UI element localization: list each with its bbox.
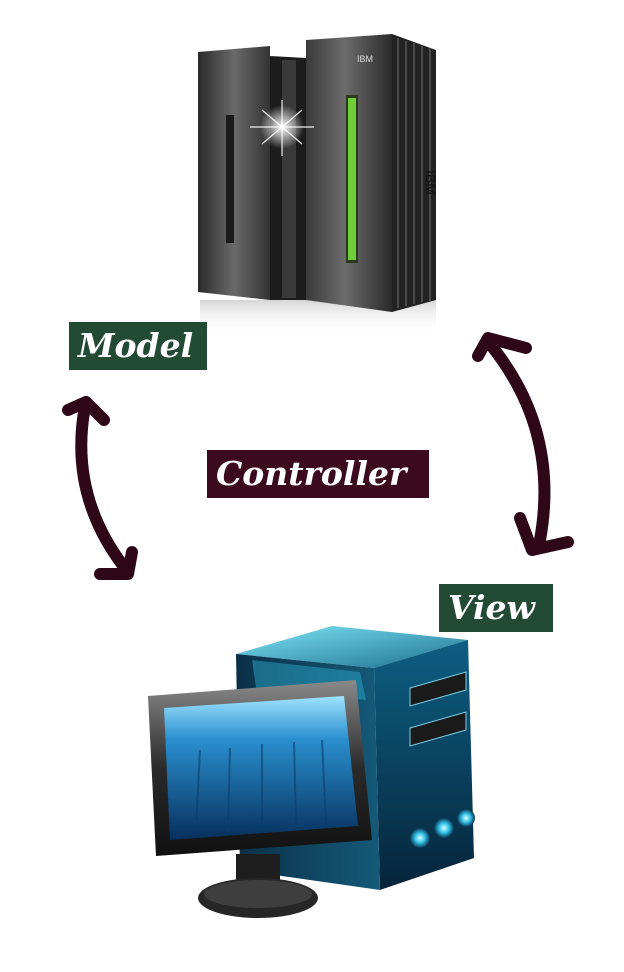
desktop-computer-icon xyxy=(148,626,475,918)
model-label: Model xyxy=(69,322,207,370)
left-double-arrow xyxy=(75,406,134,578)
controller-label: Controller xyxy=(207,450,429,498)
model-controller-view-arrows xyxy=(62,332,574,580)
right-double-arrow xyxy=(484,338,551,546)
svg-text:IBM: IBM xyxy=(423,170,439,195)
svg-text:IBM: IBM xyxy=(357,54,373,64)
mainframe-server-icon: IBM IBM xyxy=(198,34,439,334)
view-label: View xyxy=(439,584,553,632)
